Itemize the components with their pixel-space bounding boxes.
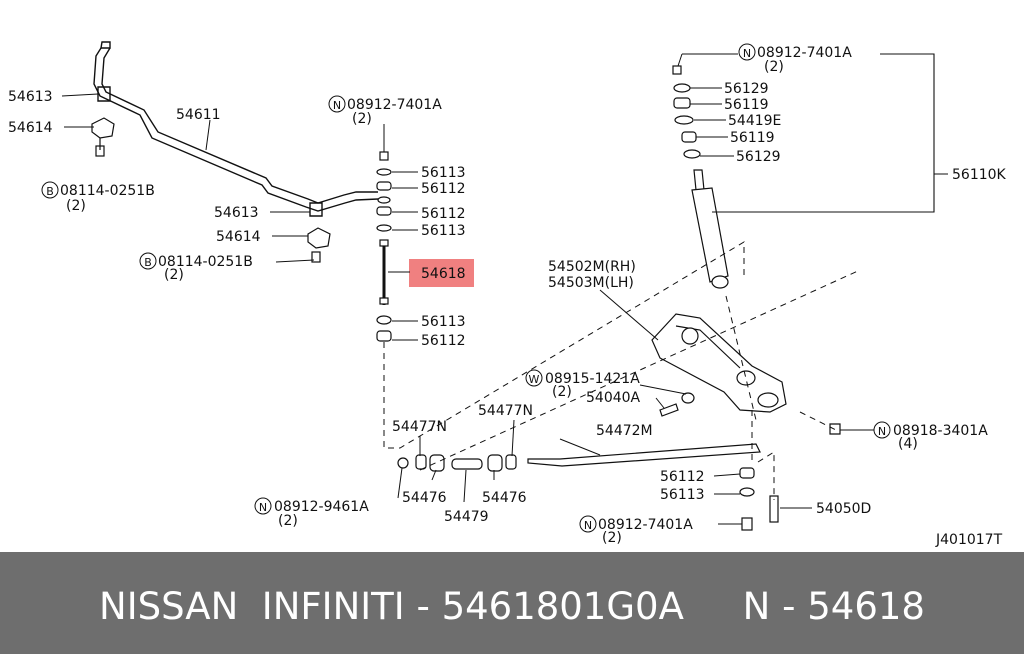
label-54477n-a: 54477N (392, 419, 447, 435)
label-54479: 54479 (444, 509, 489, 525)
svg-text:N: N (259, 501, 267, 514)
bolt-54040a (659, 392, 695, 417)
label-54611: 54611 (176, 107, 221, 123)
label-54050d: 54050D (816, 501, 871, 517)
guide-lines (383, 241, 861, 500)
label-56129-a: 56129 (724, 81, 769, 97)
label-54472m: 54472M (596, 423, 653, 439)
label-54613-b: 54613 (214, 205, 259, 221)
label-08912-bottom: 08912-7401A (598, 517, 693, 533)
label-08915-qty: (2) (552, 384, 572, 400)
label-56113-a: 56113 (421, 165, 466, 181)
label-56110k: 56110K (952, 167, 1007, 183)
label-56112-b: 56112 (421, 206, 466, 222)
label-08918-qty: (4) (898, 436, 918, 452)
highlight-54618 (409, 259, 474, 287)
label-08114-b: 08114-0251B (158, 254, 253, 270)
svg-text:B: B (46, 185, 54, 198)
label-54477n-b: 54477N (478, 403, 533, 419)
label-56113-b: 56113 (421, 223, 466, 239)
label-08912-top-qty: (2) (352, 111, 372, 127)
parts-diagram: N B B N W N N N 54613 54614 54611 08114-… (8, 41, 1007, 548)
tension-rod (397, 443, 761, 472)
label-56113-c: 56113 (421, 314, 466, 330)
bracket-upper (91, 117, 115, 157)
callout-letters: N B B N W N N N (46, 47, 886, 532)
label-08912-right-qty: (2) (764, 59, 784, 75)
label-54040a: 54040A (586, 390, 641, 406)
label-54503m: 54503M(LH) (548, 275, 634, 291)
label-08912-bottom-qty: (2) (602, 530, 622, 546)
label-56129-b: 56129 (736, 149, 781, 165)
label-56112-c: 56112 (421, 333, 466, 349)
part-labels: 54613 54614 54611 08114-0251B (2) 54613 … (8, 45, 1007, 548)
svg-text:W: W (529, 373, 540, 386)
bracket-lower (307, 227, 331, 263)
callout-circles (41, 43, 891, 533)
label-08915: 08915-1421A (545, 371, 640, 387)
label-56112-d: 56112 (660, 469, 705, 485)
label-08114-a: 08114-0251B (60, 183, 155, 199)
label-54419e: 54419E (728, 113, 781, 129)
svg-text:B: B (144, 256, 152, 269)
label-08114-b-qty: (2) (164, 267, 184, 283)
svg-text:N: N (584, 519, 592, 532)
bracket-56110k (712, 53, 948, 213)
svg-text:N: N (878, 425, 886, 438)
footer-bar: NISSAN INFINITI - 5461801G0A N - 54618 (0, 552, 1024, 654)
label-08912-9461-qty: (2) (278, 513, 298, 529)
svg-text:N: N (333, 99, 341, 112)
diagram-ref-code: J401017T (935, 532, 1003, 548)
label-08114-a-qty: (2) (66, 198, 86, 214)
label-54476-a: 54476 (402, 490, 447, 506)
label-54618: 54618 (421, 266, 466, 282)
label-54613-a: 54613 (8, 89, 53, 105)
label-54502m: 54502M(RH) (548, 259, 636, 275)
link-stack (376, 151, 392, 342)
label-56119-b: 56119 (730, 130, 775, 146)
label-56113-d: 56113 (660, 487, 705, 503)
label-54614-b: 54614 (216, 229, 261, 245)
lower-arm (651, 313, 787, 413)
label-08912-9461: 08912-9461A (274, 499, 369, 515)
leader-lines (61, 53, 874, 525)
label-54614-a: 54614 (8, 120, 53, 136)
label-08912-right: 08912-7401A (757, 45, 852, 61)
shock-absorber (672, 65, 729, 289)
label-56119-a: 56119 (724, 97, 769, 113)
footer-part-title: NISSAN INFINITI - 5461801G0A N - 54618 (99, 585, 925, 628)
svg-text:N: N (743, 47, 751, 60)
stabilizer-bar (93, 41, 379, 217)
label-56112-a: 56112 (421, 181, 466, 197)
label-08912-top: 08912-7401A (347, 97, 442, 113)
label-54476-b: 54476 (482, 490, 527, 506)
label-08918: 08918-3401A (893, 423, 988, 439)
